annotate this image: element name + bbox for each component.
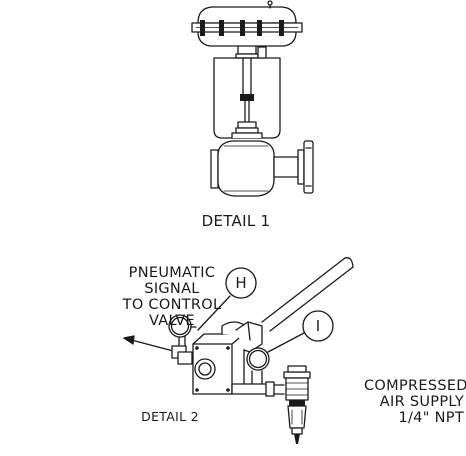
air-filter [283,365,311,444]
gauge-i [246,347,270,386]
callout-h [197,267,257,331]
detail2-assembly [123,257,354,444]
actuator-housing [191,0,303,47]
detail1-label: DETAIL 1 [201,212,271,230]
air-line-1: COMPRESSED [364,378,466,394]
left-fittings [171,335,193,365]
air-line-3: 1/4" NPT [398,410,464,426]
pneumatic-line-1: PNEUMATIC [128,265,216,281]
signal-arrow [123,335,178,353]
detail2-label: DETAIL 2 [141,409,199,424]
long-pipe [261,257,354,332]
air-line-2: AIR SUPPLY [379,394,464,410]
callout-i-letter: I [315,317,321,335]
detail1-control-valve [191,0,314,197]
pneumatic-line-4: VALVE [149,313,195,329]
pneumatic-signal-label: PNEUMATIC SIGNAL TO CONTROL VALVE [112,265,232,329]
supply-pipe [231,381,285,397]
regulator [192,321,263,395]
callout-h-letter: H [235,274,247,292]
gauge-h [168,314,197,338]
air-supply-label: COMPRESSED AIR SUPPLY 1/4" NPT [364,378,466,426]
valve-stem [231,57,263,139]
callout-i [267,310,334,353]
valve-body [210,140,314,197]
yoke [213,45,281,139]
pneumatic-line-3: TO CONTROL [122,297,222,313]
pneumatic-line-2: SIGNAL [144,281,200,297]
